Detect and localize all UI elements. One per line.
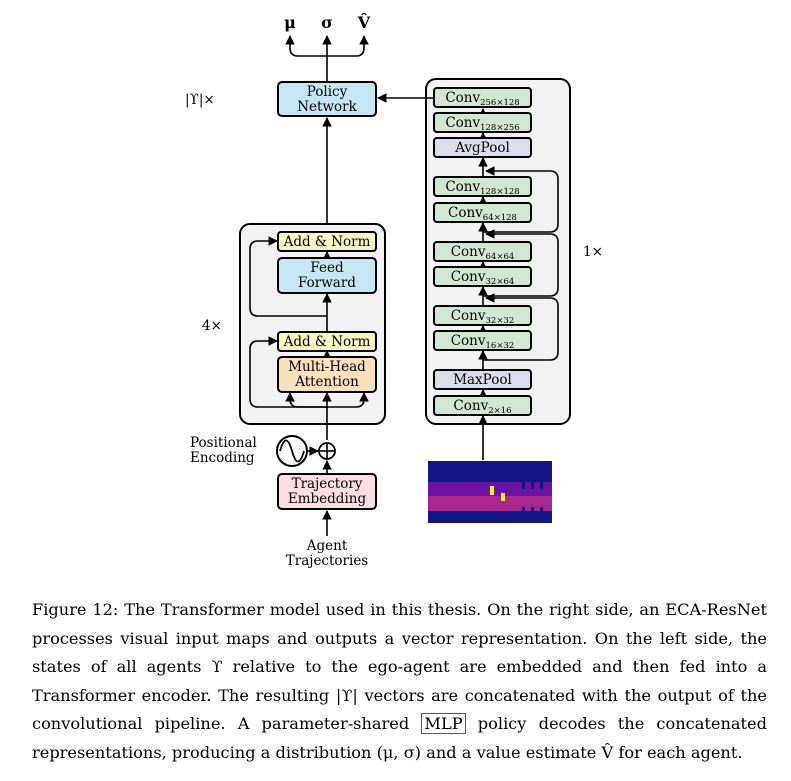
resnet-layer-name: Conv bbox=[451, 333, 486, 349]
feed-forward-line2: Forward bbox=[298, 275, 356, 291]
resnet-layer-dims: 64×128 bbox=[483, 213, 517, 223]
resnet-layer-label: Conv256×128 bbox=[445, 90, 519, 108]
caption-mlp-highlight[interactable]: MLP bbox=[421, 713, 466, 735]
agent-trajectories-line2: Trajectories bbox=[286, 553, 369, 569]
policy-network-block: Policy Network bbox=[277, 81, 377, 117]
resnet-layer-dims: 256×128 bbox=[480, 98, 520, 108]
transformer-architecture-diagram: μ σ V̂ Policy Network |ϒ|× 4× bbox=[185, 13, 603, 569]
resnet-layer-label: Conv32×32 bbox=[451, 308, 515, 326]
resnet-layer-label: Conv128×256 bbox=[445, 115, 519, 133]
output-branch-arrows bbox=[285, 35, 369, 82]
trajectory-embedding-line2: Embedding bbox=[288, 491, 367, 507]
add-norm-top-label: Add & Norm bbox=[283, 234, 371, 250]
resnet-layer-label: Conv32×64 bbox=[451, 269, 515, 287]
resnet-layer-dims: 32×32 bbox=[486, 316, 515, 326]
resnet-multiplier-label: 1× bbox=[583, 244, 603, 260]
resnet-layer-box bbox=[433, 112, 532, 133]
trajectory-embedding-block: Trajectory Embedding bbox=[277, 473, 377, 510]
policy-multiplier-label: |ϒ|× bbox=[185, 92, 215, 108]
resnet-layer-box bbox=[433, 241, 532, 262]
add-norm-bottom-label: Add & Norm bbox=[283, 334, 371, 350]
resnet-layer-box bbox=[433, 202, 532, 223]
positional-encoding-line2: Encoding bbox=[190, 450, 255, 466]
attention-line2: Attention bbox=[294, 374, 359, 390]
output-value: V̂ bbox=[357, 13, 371, 32]
feed-forward-block: Feed Forward bbox=[277, 257, 377, 294]
resnet-layer-dims: 64×64 bbox=[486, 252, 515, 262]
resnet-layer-name: Conv bbox=[445, 115, 480, 131]
positional-encoding-line1: Positional bbox=[190, 435, 257, 451]
figure-caption: Figure 12: The Transformer model used in… bbox=[32, 596, 767, 768]
resnet-layer-name: Conv bbox=[451, 308, 486, 324]
add-norm-top-block: Add & Norm bbox=[277, 231, 377, 252]
resnet-layer-dims: 16×32 bbox=[486, 341, 515, 351]
resnet-layer-name: AvgPool bbox=[454, 140, 510, 156]
resnet-layer-name: Conv bbox=[448, 205, 483, 221]
resnet-layer-label: MaxPool bbox=[453, 372, 512, 388]
multi-head-attention-block: Multi-Head Attention bbox=[277, 356, 377, 393]
resnet-layer-dims: 2×16 bbox=[488, 406, 511, 416]
feed-forward-line1: Feed bbox=[310, 260, 344, 276]
resnet-layer-name: MaxPool bbox=[453, 372, 512, 388]
resnet-layer-box bbox=[433, 266, 532, 287]
resnet-layer-name: Conv bbox=[445, 90, 480, 106]
resnet-layer-name: Conv bbox=[453, 398, 488, 414]
agent-trajectories-line1: Agent bbox=[306, 538, 348, 554]
output-sigma: σ bbox=[321, 13, 333, 32]
resnet-layer-dims: 128×128 bbox=[480, 187, 520, 197]
resnet-layer-label: AvgPool bbox=[454, 140, 510, 156]
resnet-layer-box bbox=[433, 369, 532, 390]
resnet-layer-label: Conv64×64 bbox=[451, 244, 515, 262]
resnet-layer-label: Conv64×128 bbox=[448, 205, 517, 223]
resnet-layer-box bbox=[433, 176, 532, 197]
transformer-multiplier-label: 4× bbox=[202, 318, 222, 334]
resnet-layer-box bbox=[433, 330, 532, 351]
trajectory-embedding-line1: Trajectory bbox=[292, 476, 363, 492]
resnet-layer-name: Conv bbox=[445, 179, 480, 195]
resnet-layer-box bbox=[433, 137, 532, 158]
resnet-layer-name: Conv bbox=[451, 269, 486, 285]
resnet-layer-stack: Conv256×128Conv128×256AvgPoolConv128×128… bbox=[433, 87, 532, 416]
resnet-layer-box bbox=[433, 87, 532, 108]
output-mu: μ bbox=[284, 13, 296, 32]
resnet-layer-name: Conv bbox=[451, 244, 486, 260]
resnet-layer-label: Conv2×16 bbox=[453, 398, 511, 416]
sum-icon bbox=[318, 442, 336, 460]
caption-text-before: Figure 12: The Transformer model used in… bbox=[32, 600, 767, 734]
policy-network-line1: Policy bbox=[307, 84, 348, 100]
resnet-layer-box bbox=[433, 305, 532, 326]
add-norm-bottom-block: Add & Norm bbox=[277, 331, 377, 352]
attention-line1: Multi-Head bbox=[288, 359, 366, 375]
resnet-layer-label: Conv16×32 bbox=[451, 333, 515, 351]
resnet-arrows bbox=[478, 108, 559, 460]
resnet-layer-label: Conv128×128 bbox=[445, 179, 519, 197]
policy-network-line2: Network bbox=[297, 99, 357, 115]
resnet-layer-dims: 32×64 bbox=[486, 277, 515, 287]
sine-wave-icon bbox=[276, 435, 308, 467]
resnet-layer-box bbox=[433, 395, 532, 416]
resnet-layer-dims: 128×256 bbox=[480, 123, 520, 133]
caption-text-after: policy decodes the concatenated represen… bbox=[32, 714, 767, 762]
visual-input-map bbox=[428, 461, 552, 523]
